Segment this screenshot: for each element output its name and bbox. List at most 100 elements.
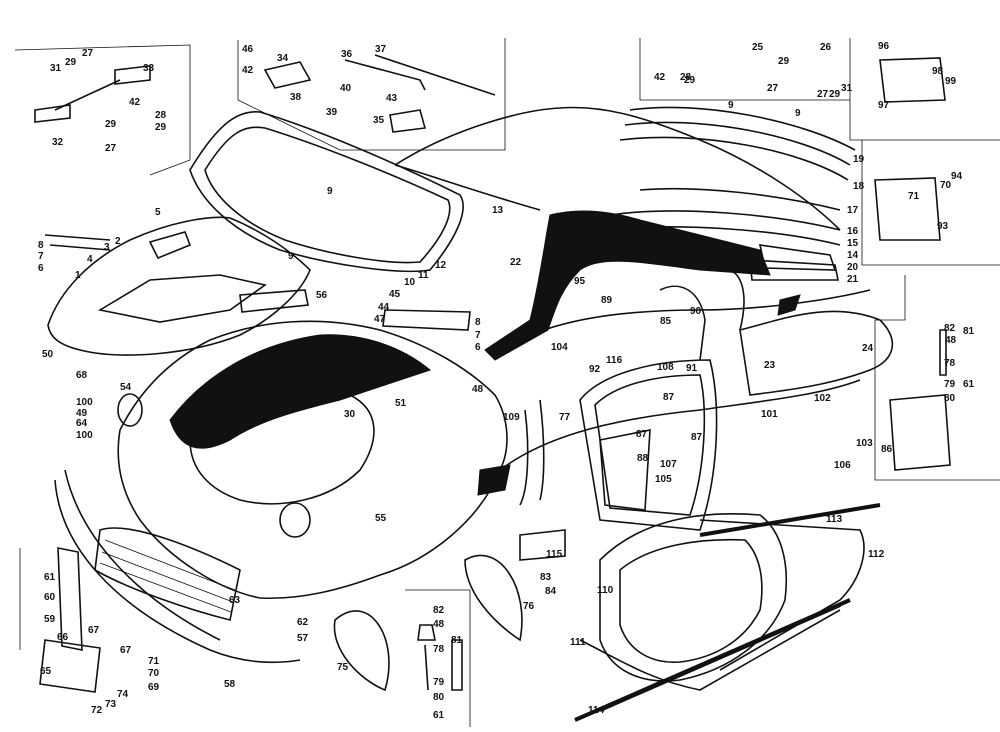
callout-103: 103: [856, 438, 873, 449]
callout-71b: 71: [908, 191, 920, 202]
callout-48: 48: [472, 384, 484, 395]
callout-46: 46: [242, 44, 254, 55]
callout-62: 62: [297, 617, 309, 628]
callout-42: 42: [242, 65, 254, 76]
callout-29c: 29: [105, 119, 117, 130]
callout-58: 58: [224, 679, 236, 690]
callout-106: 106: [834, 460, 851, 471]
callout-45: 45: [389, 289, 401, 300]
callout-90: 90: [690, 306, 702, 317]
callout-61b: 61: [963, 379, 975, 390]
callout-14: 14: [847, 250, 859, 261]
car-body: [47, 106, 894, 664]
trim-panel-56: [239, 289, 309, 313]
callout-83: 83: [540, 572, 552, 583]
callout-93: 93: [937, 221, 949, 232]
callout-75: 75: [337, 662, 349, 673]
callout-48b: 48: [945, 335, 957, 346]
callout-11: 11: [418, 270, 429, 281]
callout-70b: 70: [940, 180, 952, 191]
side-panel: [499, 379, 861, 471]
callout-8: 8: [38, 240, 44, 251]
headlight-right: [279, 502, 311, 538]
callout-42c: 42: [654, 72, 666, 83]
callout-37: 37: [375, 44, 387, 55]
callout-91: 91: [686, 363, 698, 374]
callout-109: 109: [503, 412, 520, 423]
headlight-left: [117, 393, 143, 427]
hood-panel: [47, 216, 311, 356]
callout-102: 102: [814, 393, 831, 404]
callout-10: 10: [404, 277, 416, 288]
callout-7b: 7: [475, 330, 481, 341]
callout-27c: 27: [767, 83, 779, 94]
callout-7: 7: [38, 251, 44, 262]
callout-77: 77: [559, 412, 571, 423]
callout-80: 80: [944, 393, 956, 404]
callout-29f: 29: [829, 89, 841, 100]
callout-2: 2: [115, 236, 121, 247]
callout-73: 73: [105, 699, 117, 710]
callout-74: 74: [117, 689, 129, 700]
callout-82b: 82: [433, 605, 445, 616]
fuel-door-93: [874, 177, 941, 241]
callout-115: 115: [546, 549, 563, 560]
callout-5: 5: [155, 207, 161, 218]
callout-9: 9: [327, 186, 333, 197]
small-parts: [34, 54, 951, 722]
callout-39: 39: [326, 107, 338, 118]
handle-115: [519, 529, 566, 561]
callout-72: 72: [91, 705, 103, 716]
callout-100: 100: [76, 397, 93, 408]
callout-13: 13: [492, 205, 504, 216]
callout-9b: 9: [728, 100, 734, 111]
callout-85: 85: [660, 316, 672, 327]
callout-116: 116: [606, 355, 623, 366]
callout-23: 23: [764, 360, 776, 371]
callout-27: 27: [82, 48, 94, 59]
callout-92: 92: [589, 364, 601, 375]
callout-97: 97: [878, 100, 890, 111]
rear-quarter: [739, 310, 894, 396]
callout-70: 70: [148, 668, 160, 679]
callout-40: 40: [340, 83, 352, 94]
callout-65: 65: [40, 666, 52, 677]
callout-114: 114: [588, 705, 605, 716]
callout-81b: 81: [451, 635, 463, 646]
roof-pillar-shade: [484, 210, 771, 361]
callout-51: 51: [395, 398, 407, 409]
callout-107: 107: [660, 459, 677, 470]
callout-79: 79: [944, 379, 956, 390]
callout-27b: 27: [105, 143, 117, 154]
callout-64: 64: [76, 418, 88, 429]
callout-87b: 87: [636, 429, 648, 440]
door-window-frames: [519, 268, 745, 531]
callout-52: 52: [249, 407, 261, 418]
callout-34: 34: [277, 53, 289, 64]
callout-16: 16: [847, 226, 859, 237]
callout-15: 15: [847, 238, 859, 249]
side-vent: [477, 464, 511, 496]
callout-47: 47: [374, 314, 386, 325]
callout-100b: 100: [76, 430, 93, 441]
callout-101: 101: [761, 409, 778, 420]
callout-49: 49: [76, 408, 88, 419]
callout-81: 81: [963, 326, 975, 337]
callout-108: 108: [657, 362, 674, 373]
callout-53: 53: [197, 436, 209, 447]
callout-35: 35: [373, 115, 385, 126]
callout-22: 22: [510, 257, 522, 268]
callout-4: 4: [87, 254, 93, 265]
vent-grille-45: [382, 309, 471, 331]
callout-88: 88: [637, 453, 649, 464]
callout-68: 68: [76, 370, 88, 381]
callout-87: 87: [663, 392, 675, 403]
callout-84: 84: [545, 586, 557, 597]
callout-76: 76: [523, 601, 535, 612]
callout-57: 57: [297, 633, 309, 644]
callout-48c: 48: [433, 619, 445, 630]
callout-26: 26: [820, 42, 832, 53]
grille: [94, 527, 241, 621]
callout-33: 33: [143, 63, 155, 74]
